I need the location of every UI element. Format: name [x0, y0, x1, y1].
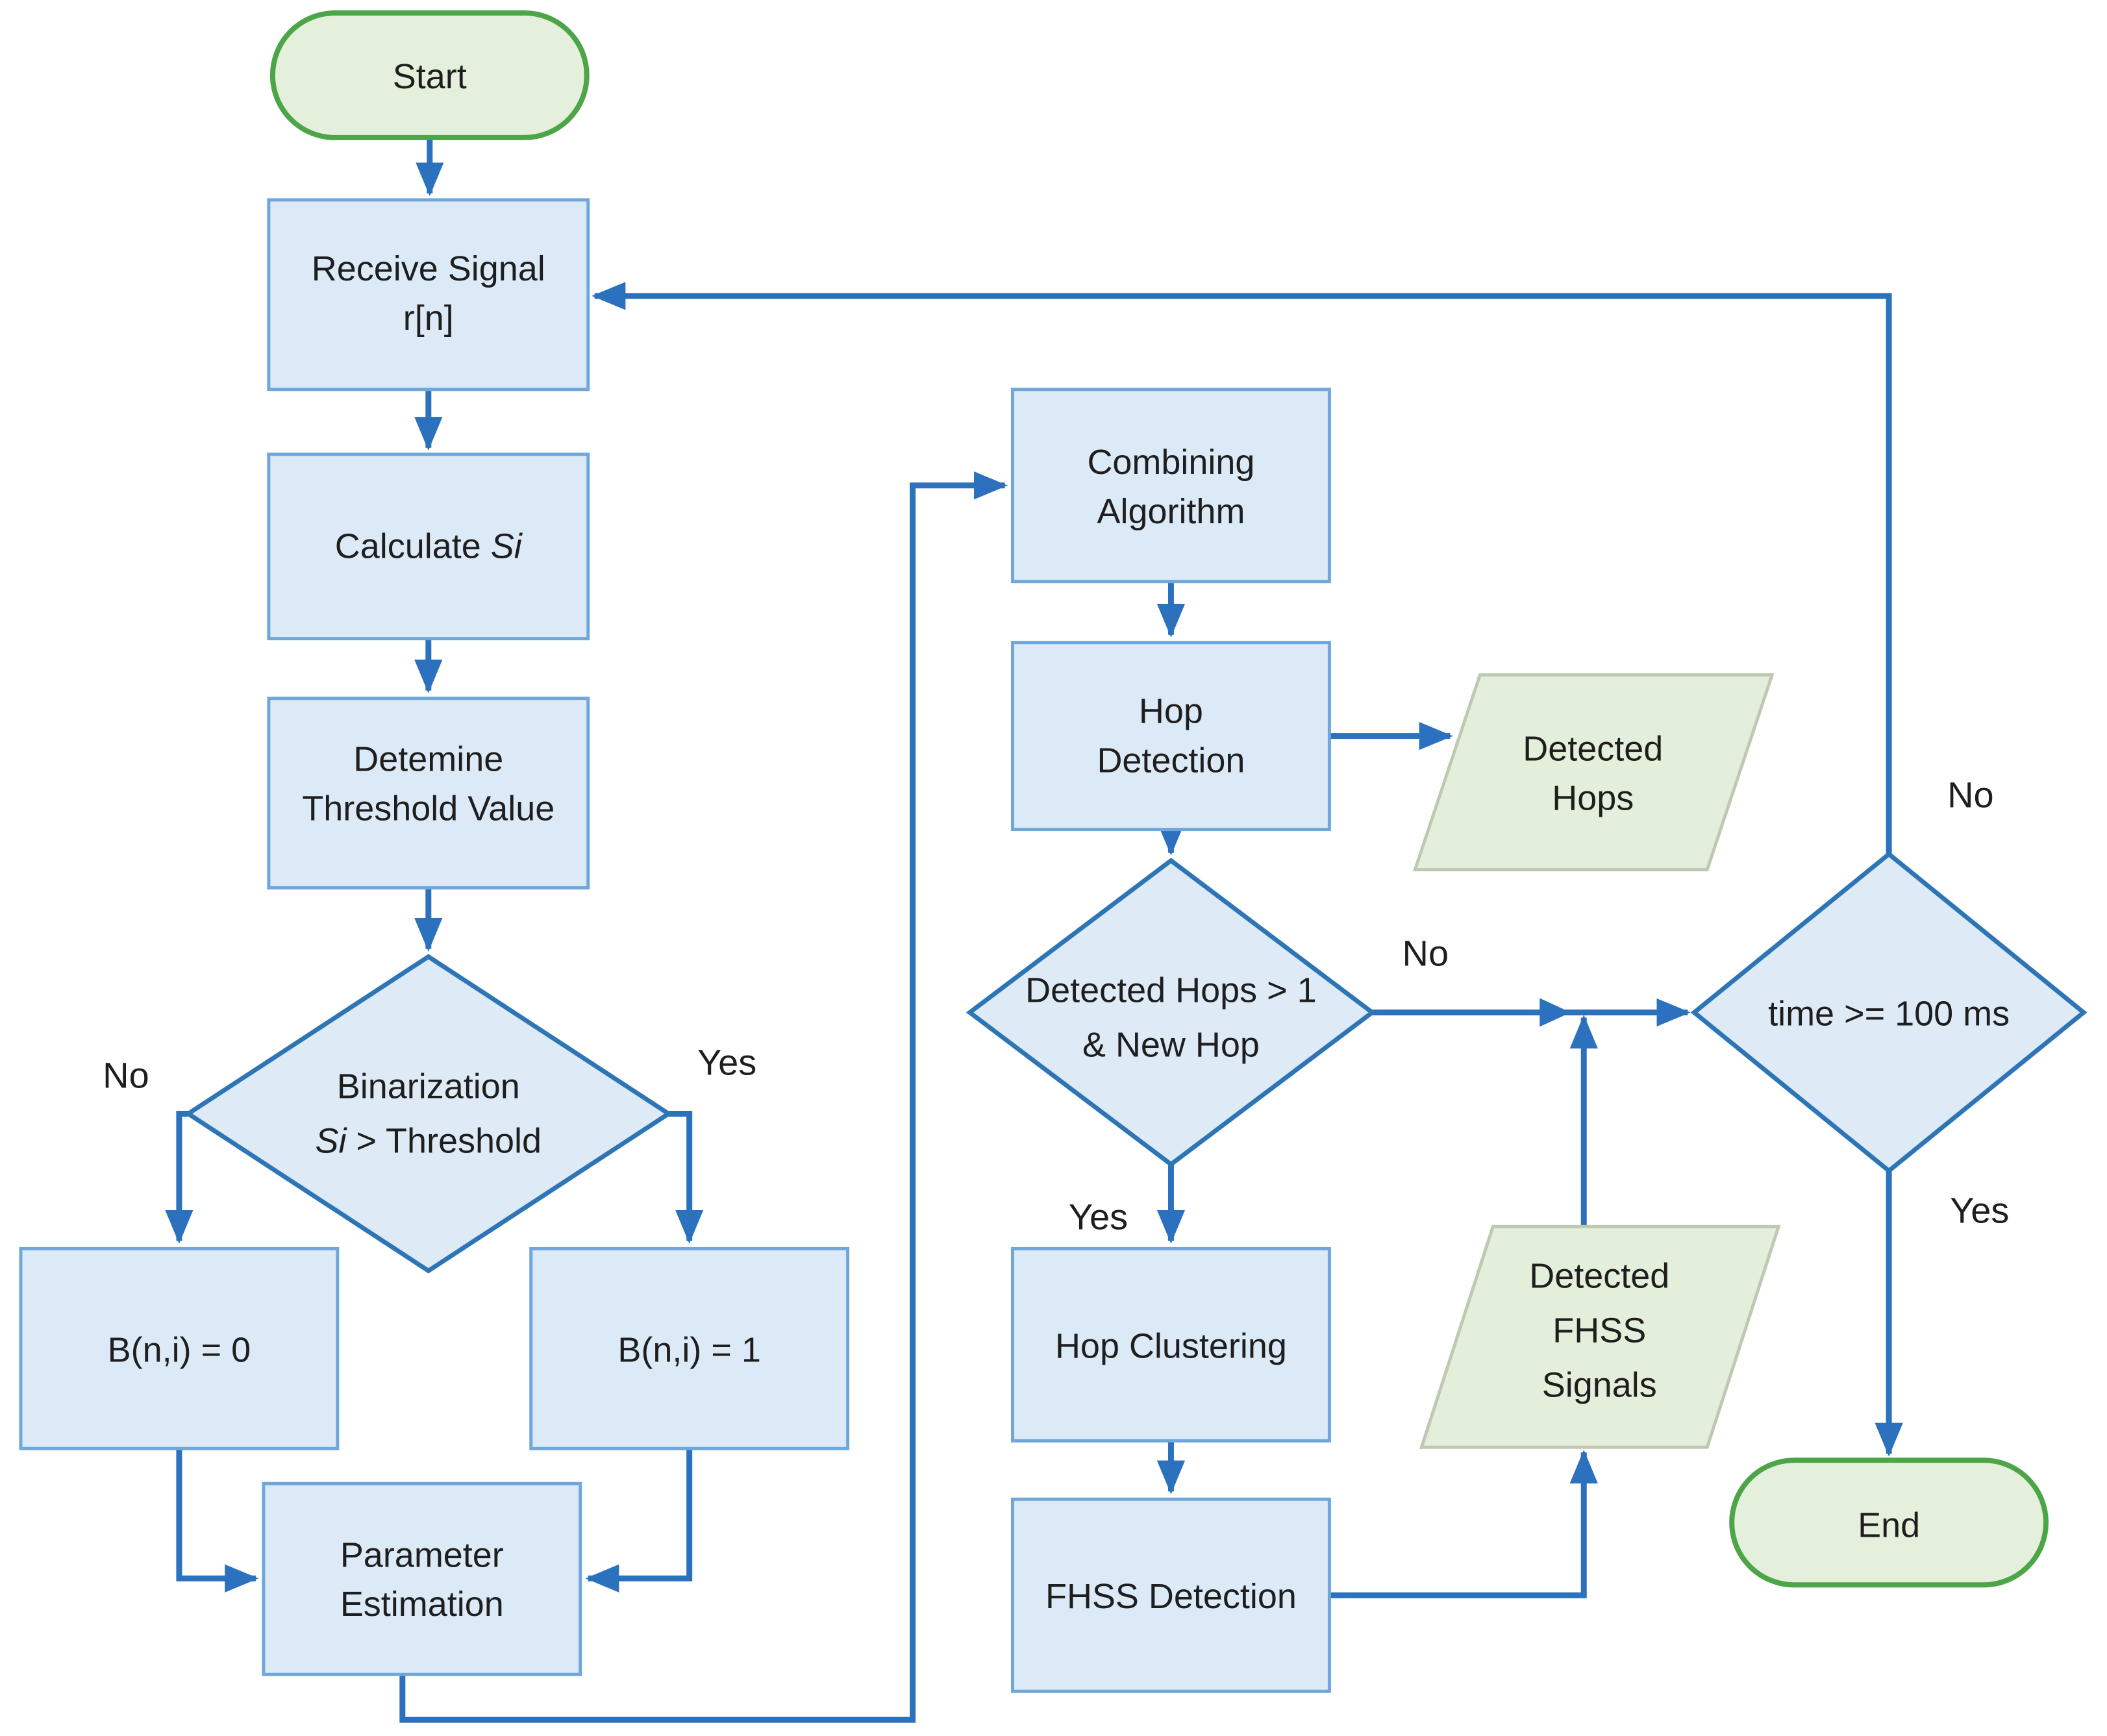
- calculate-si-shape: [267, 453, 590, 641]
- node-combining-algorithm: Combining Algorithm: [1011, 388, 1331, 584]
- calculate-si-prefix: Calculate: [335, 527, 491, 566]
- hop-detection-line2: Detection: [1097, 741, 1245, 780]
- node-hop-clustering: Hop Clustering: [1011, 1246, 1331, 1443]
- calculate-si-symbol: Si: [491, 527, 523, 566]
- time-decision-shape: [1690, 851, 2088, 1174]
- binarization-shape: [184, 954, 673, 1274]
- node-b1: B(n,i) = 1: [529, 1246, 850, 1450]
- parameter-estimation-shape: [262, 1482, 582, 1676]
- node-hop-detection: Hop Detection: [1011, 641, 1331, 832]
- edge-b1-param: [585, 1448, 693, 1593]
- hop-clustering-shape: [1011, 1246, 1331, 1443]
- hop-detection-shape: [1011, 641, 1331, 832]
- start-shape: [269, 10, 590, 140]
- hops-decision-shape: [966, 858, 1377, 1167]
- hops-decision-line1: Detected Hops > 1: [1025, 971, 1317, 1010]
- end-label: End: [1858, 1506, 1920, 1544]
- time-decision-label: time >= 100 ms: [1768, 995, 2010, 1034]
- node-receive-signal: Receive Signal r[n]: [267, 198, 590, 391]
- binarization-line2: Si > Threshold: [316, 1121, 542, 1160]
- node-parameter-estimation: Parameter Estimation: [262, 1482, 582, 1676]
- detected-fhss-signals-shape: [1419, 1224, 1781, 1449]
- node-detected-hops: Detected Hops: [1412, 673, 1775, 872]
- edge-timedecision-no-receive-return: [592, 282, 1892, 854]
- detected-fhss-line2: FHSS: [1552, 1311, 1646, 1350]
- hop-clustering-label: Hop Clustering: [1055, 1326, 1287, 1365]
- label-hops-yes: Yes: [1069, 1196, 1128, 1237]
- node-start: Start: [269, 10, 590, 140]
- b1-label: B(n,i) = 1: [617, 1330, 760, 1369]
- combining-algorithm-line2: Algorithm: [1097, 492, 1245, 531]
- node-determine-threshold: Detemine Threshold Value: [267, 697, 590, 890]
- edge-param-combining-loop: [399, 471, 1008, 1723]
- detected-fhss-line1: Detected: [1529, 1256, 1669, 1295]
- edge-binarization-no-b0: [165, 1110, 193, 1244]
- b0-shape: [19, 1246, 340, 1450]
- node-end: End: [1729, 1457, 2049, 1588]
- parameter-estimation-line2: Estimation: [340, 1585, 504, 1624]
- determine-threshold-shape: [267, 697, 590, 890]
- calculate-si-label: Calculate Si: [335, 527, 523, 566]
- node-hops-decision: Detected Hops > 1 & New Hop: [966, 858, 1377, 1167]
- edge-fhssdetection-detectedfhss: [1329, 1449, 1598, 1598]
- combining-algorithm-line1: Combining: [1087, 443, 1254, 482]
- fhss-detection-shape: [1011, 1497, 1331, 1693]
- node-time-decision: time >= 100 ms: [1690, 851, 2088, 1174]
- binarization-line1: Binarization: [337, 1067, 520, 1106]
- label-time-no: No: [1947, 775, 1994, 815]
- label-time-yes: Yes: [1950, 1189, 2009, 1230]
- detected-hops-shape: [1412, 673, 1775, 872]
- detected-hops-line1: Detected: [1523, 730, 1663, 769]
- node-b0: B(n,i) = 0: [19, 1246, 340, 1450]
- fhss-detection-label: FHSS Detection: [1045, 1577, 1297, 1616]
- node-detected-fhss-signals: Detected FHSS Signals: [1419, 1224, 1781, 1449]
- label-hops-no: No: [1403, 933, 1449, 974]
- binarization-condition: > Threshold: [347, 1121, 542, 1160]
- edges: [165, 137, 1903, 1723]
- combining-algorithm-shape: [1011, 388, 1331, 584]
- receive-signal-line2: r[n]: [403, 299, 454, 338]
- start-label: Start: [393, 57, 467, 96]
- detected-fhss-line3: Signals: [1542, 1365, 1657, 1404]
- binarization-symbol: Si: [316, 1121, 348, 1160]
- label-binarization-yes: Yes: [697, 1041, 756, 1082]
- edge-b0-param: [176, 1448, 259, 1593]
- node-binarization-decision: Binarization Si > Threshold: [184, 954, 673, 1274]
- node-calculate-si: Calculate Si: [267, 453, 590, 641]
- b0-label: B(n,i) = 0: [108, 1330, 251, 1369]
- determine-threshold-line1: Detemine: [353, 740, 503, 779]
- hop-detection-line1: Hop: [1139, 692, 1203, 731]
- end-shape: [1729, 1457, 2049, 1588]
- b1-shape: [529, 1246, 850, 1450]
- arrowhead: [1540, 998, 1571, 1027]
- determine-threshold-line2: Threshold Value: [302, 789, 555, 828]
- receive-signal-shape: [267, 198, 590, 391]
- label-binarization-no: No: [103, 1054, 149, 1095]
- parameter-estimation-line1: Parameter: [340, 1535, 504, 1574]
- detected-hops-line2: Hops: [1552, 779, 1634, 818]
- node-fhss-detection: FHSS Detection: [1011, 1497, 1331, 1693]
- receive-signal-line1: Receive Signal: [312, 249, 545, 288]
- hops-decision-line2: & New Hop: [1082, 1025, 1260, 1064]
- edge-binarization-yes-b1: [668, 1110, 704, 1244]
